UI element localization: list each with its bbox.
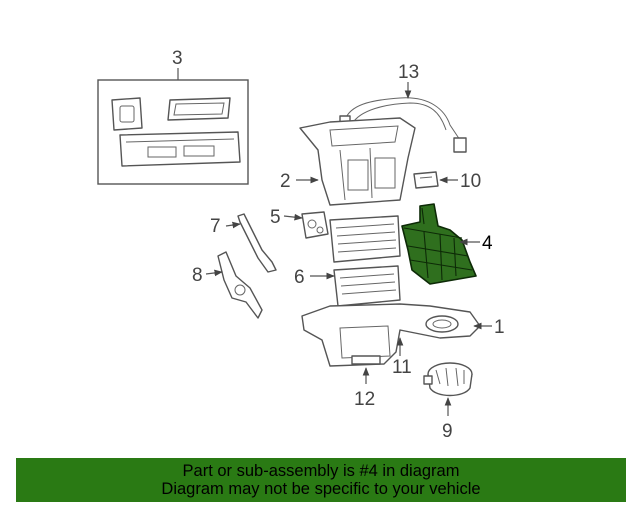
callout-3: 3: [172, 48, 183, 69]
part-4-blower-housing-highlighted[interactable]: [401, 203, 477, 285]
part-9-blower-motor[interactable]: [423, 362, 473, 397]
callout-9: 9: [442, 421, 453, 442]
part-6-heater-core[interactable]: [333, 265, 401, 307]
callout-8: 8: [192, 265, 203, 286]
parts-diagram: 3 13 2 10 7 8 5: [97, 48, 505, 442]
callout-2: 2: [280, 171, 291, 192]
part-1-lower-case[interactable]: [301, 303, 481, 367]
callout-10: 10: [460, 171, 481, 192]
callout-1: 1: [494, 317, 505, 338]
callout-11: 11: [392, 357, 412, 378]
part-5-expansion-valve[interactable]: [301, 211, 329, 239]
banner-line-2: Diagram may not be specific to your vehi…: [161, 480, 481, 498]
part-13-wiring-harness[interactable]: [339, 97, 467, 153]
part-10-sensor[interactable]: [413, 171, 439, 189]
callout-6: 6: [294, 267, 305, 288]
callout-7: 7: [210, 216, 221, 237]
callout-13: 13: [398, 62, 419, 83]
part-2-hvac-case[interactable]: [299, 117, 416, 206]
callout-5: 5: [270, 207, 281, 228]
part-12-drain-clip[interactable]: [351, 355, 381, 365]
evaporator-core[interactable]: [329, 215, 401, 263]
part-7-duct[interactable]: [237, 213, 277, 273]
info-banner: Part or sub-assembly is #4 in diagram Di…: [16, 458, 626, 502]
banner-line-1: Part or sub-assembly is #4 in diagram: [182, 462, 460, 480]
part-8-bracket[interactable]: [217, 251, 263, 319]
callout-12: 12: [354, 389, 375, 410]
part-3-control-panel-group[interactable]: [97, 79, 249, 185]
callout-4: 4: [482, 233, 493, 254]
